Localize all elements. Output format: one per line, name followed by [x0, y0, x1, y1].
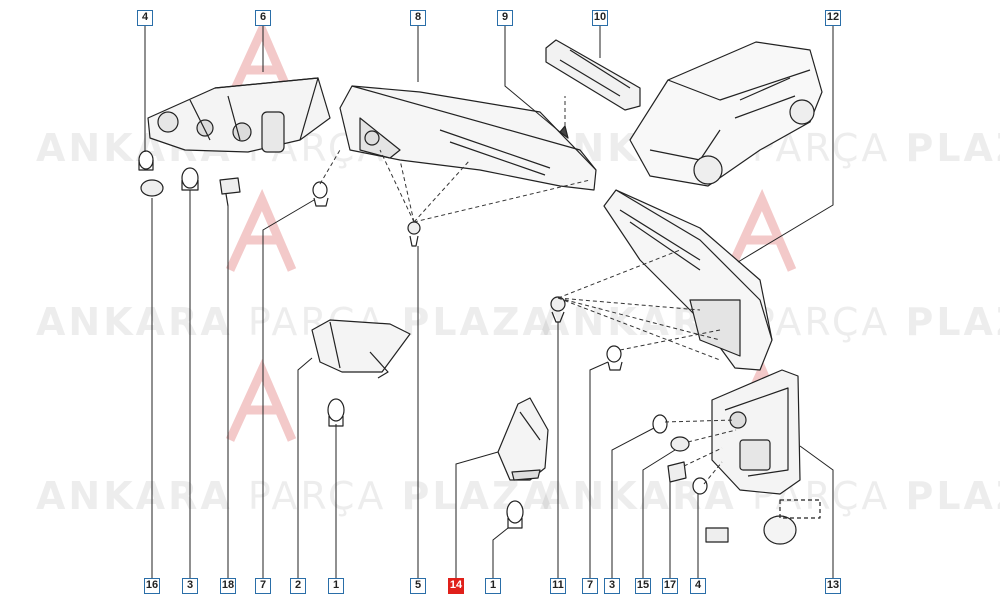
tailgate-lamp-part-8 — [339, 85, 597, 191]
assembly-lines — [319, 96, 737, 485]
callout-8[interactable]: 8 — [410, 10, 426, 26]
watermark-logo-2 — [225, 188, 297, 272]
watermark-logo-3 — [225, 358, 297, 442]
rear-lamp-housing-part-13 — [711, 369, 801, 495]
bulb-part-4-left — [138, 150, 154, 171]
callout-7-right[interactable]: 7 — [582, 578, 598, 594]
callout-12[interactable]: 12 — [825, 10, 841, 26]
car-illustration — [629, 41, 823, 187]
callout-4-top[interactable]: 4 — [137, 10, 153, 26]
tailgate-lamp-part-12 — [603, 189, 773, 371]
fog-lamp-part-2 — [311, 319, 411, 379]
callout-15[interactable]: 15 — [635, 578, 651, 594]
callout-1-center[interactable]: 1 — [485, 578, 501, 594]
watermark-logo-1 — [225, 18, 297, 102]
socket-part-17 — [667, 461, 687, 483]
lamp-socket-upper-left — [312, 181, 329, 207]
callout-2[interactable]: 2 — [290, 578, 306, 594]
callout-17[interactable]: 17 — [662, 578, 678, 594]
screw-part-5 — [407, 221, 421, 247]
callout-14-highlighted[interactable]: 14 — [448, 578, 464, 594]
bulb-part-1-left — [327, 398, 345, 427]
bulb-part-4-right — [692, 477, 708, 495]
callout-7-left[interactable]: 7 — [255, 578, 271, 594]
callout-3-right[interactable]: 3 — [604, 578, 620, 594]
rear-lamp-housing-part-6 — [147, 77, 331, 153]
bracket-part-10 — [545, 39, 641, 111]
screw-part-11 — [550, 296, 566, 323]
lamp-socket-part-7-right — [606, 345, 623, 371]
reverse-lamp-part-14 — [497, 397, 549, 481]
leader-lines — [144, 25, 834, 578]
callout-5[interactable]: 5 — [410, 578, 426, 594]
bulb-part-1-center — [506, 500, 524, 529]
socket-part-18 — [219, 177, 241, 207]
callout-16[interactable]: 16 — [144, 578, 160, 594]
callout-6[interactable]: 6 — [255, 10, 271, 26]
callout-13[interactable]: 13 — [825, 578, 841, 594]
cap-part-15 — [670, 436, 690, 452]
callout-10[interactable]: 10 — [592, 10, 608, 26]
callout-18[interactable]: 18 — [220, 578, 236, 594]
bulb-part-3-right — [652, 414, 668, 434]
cap-part-16 — [140, 179, 164, 197]
screw-part-9 — [559, 125, 569, 139]
callout-1-left[interactable]: 1 — [328, 578, 344, 594]
callout-11[interactable]: 11 — [550, 578, 566, 594]
callout-3-left[interactable]: 3 — [182, 578, 198, 594]
wiring-connector — [705, 499, 821, 545]
callout-9[interactable]: 9 — [497, 10, 513, 26]
bulb-part-3-left — [181, 167, 199, 191]
callout-4-bottom[interactable]: 4 — [690, 578, 706, 594]
